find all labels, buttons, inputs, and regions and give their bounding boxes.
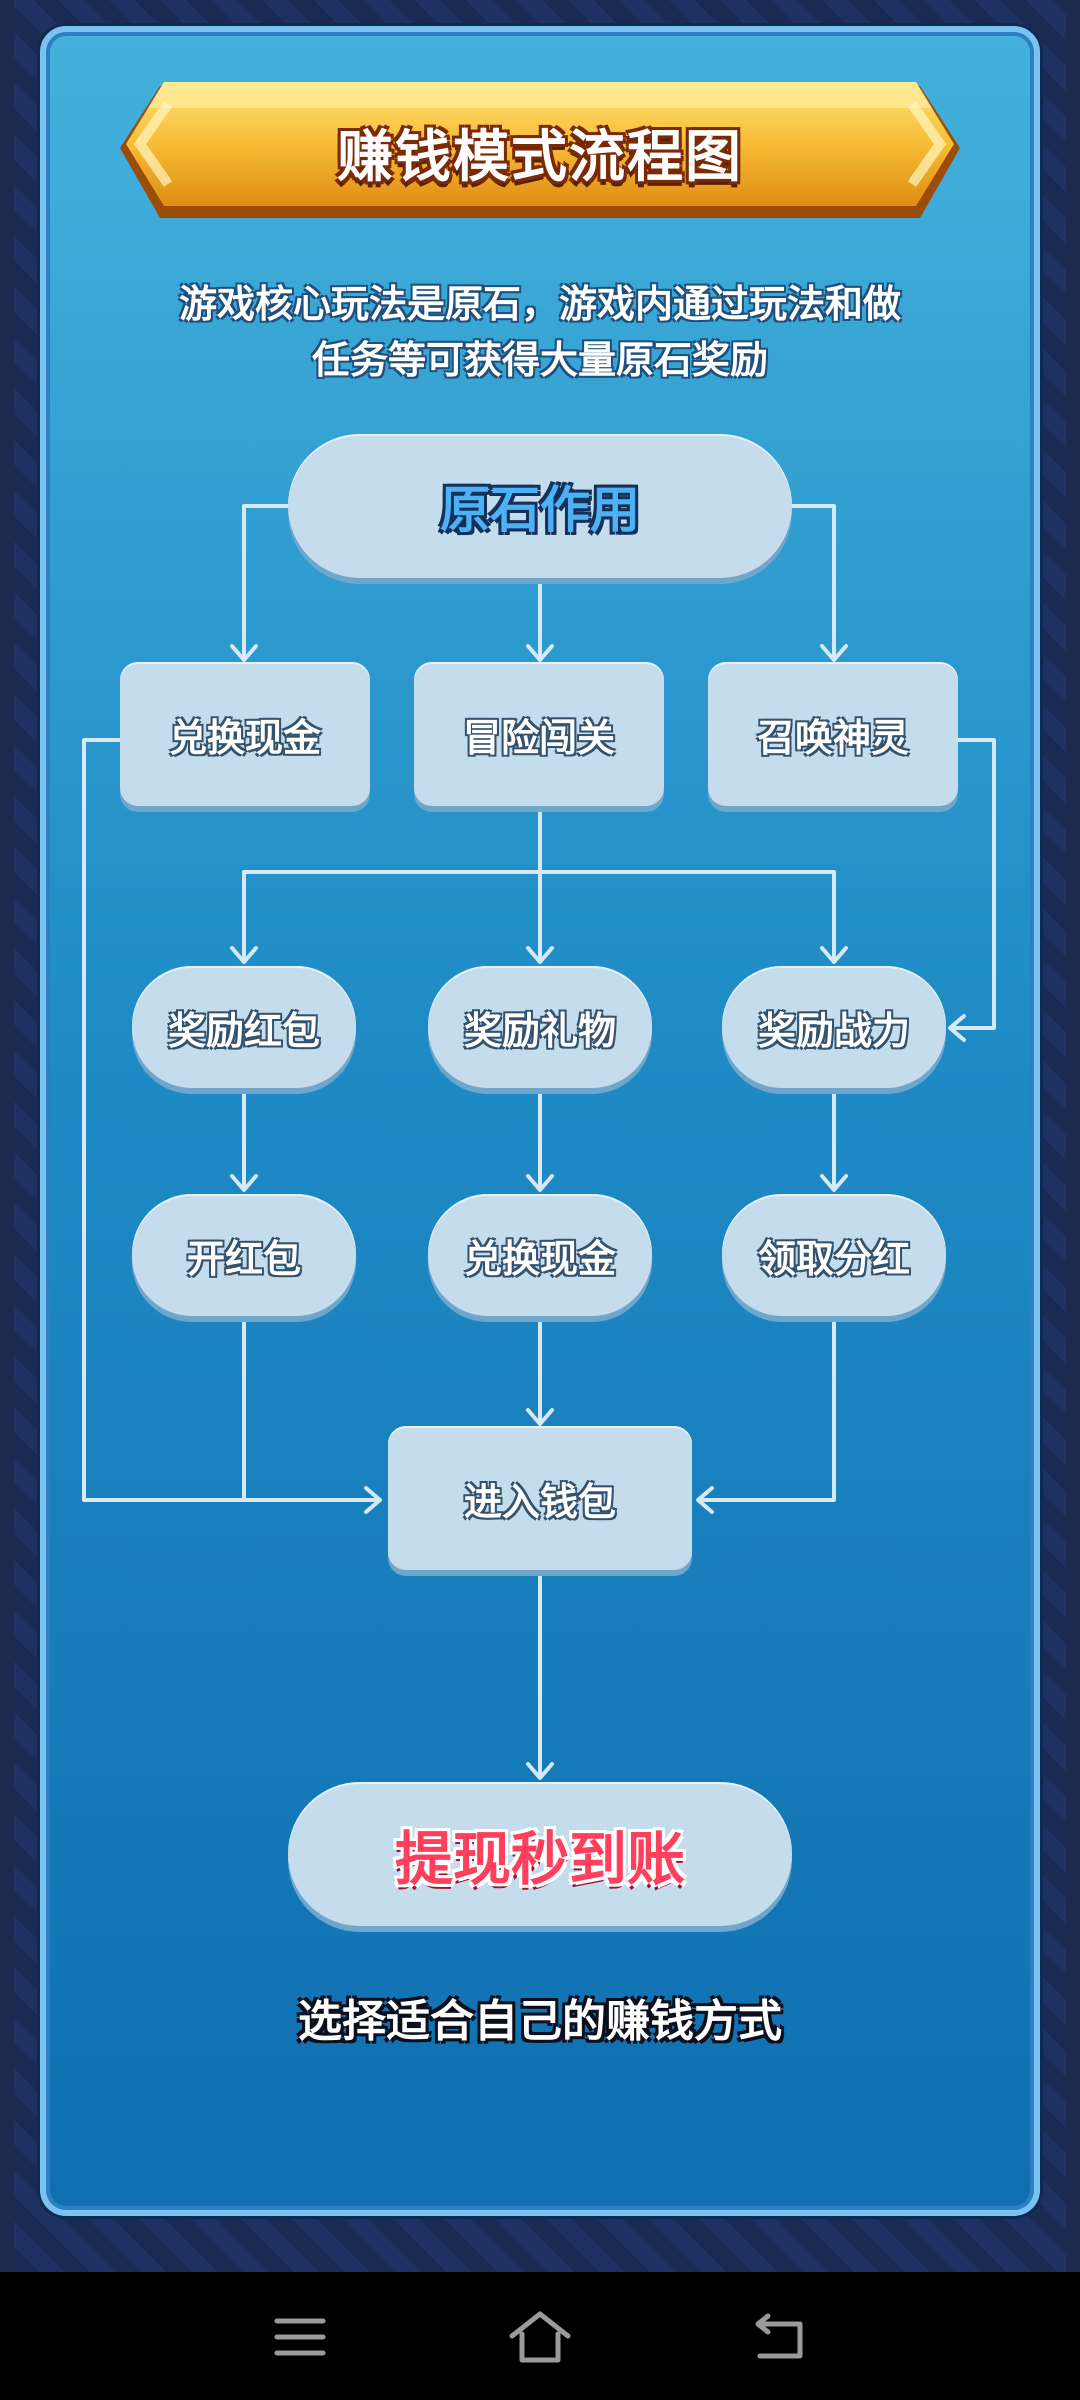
node-label: 领取分红 xyxy=(757,1236,910,1281)
footer-caption: 选择适合自己的赚钱方式 xyxy=(298,1996,782,2047)
title-banner: 赚钱模式流程图 xyxy=(120,82,960,222)
nav-home-button[interactable] xyxy=(490,2292,590,2382)
arrow-cash-to-wallet-left xyxy=(82,738,244,1502)
node-summon-spirit: 召唤神灵 xyxy=(708,662,958,806)
node-label: 进入钱包 xyxy=(463,1479,616,1524)
intro-line-2: 任务等可获得大量原石奖励 xyxy=(311,338,768,382)
node-adventure: 冒险闯关 xyxy=(414,662,664,806)
back-icon xyxy=(755,2313,803,2359)
nav-menu-button[interactable] xyxy=(250,2292,350,2382)
arrow-root-to-cash xyxy=(242,504,288,658)
node-label: 奖励礼物 xyxy=(463,1008,616,1053)
node-instant-withdraw: 提现秒到账 xyxy=(288,1782,792,1926)
home-icon xyxy=(509,2311,571,2363)
arrow-summon-to-power xyxy=(952,738,996,1030)
banner-ribbon-shape xyxy=(120,82,960,218)
node-label: 奖励红包 xyxy=(167,1008,320,1053)
node-exchange-cash-2: 兑换现金 xyxy=(428,1194,652,1316)
node-exchange-cash: 兑换现金 xyxy=(120,662,370,806)
node-open-red-packet: 开红包 xyxy=(132,1194,356,1316)
arrow-open-to-wallet xyxy=(242,1320,378,1502)
node-label: 兑换现金 xyxy=(168,715,321,760)
arrow-root-to-summon xyxy=(792,504,836,658)
node-label: 召唤神灵 xyxy=(756,715,909,760)
node-label: 奖励战力 xyxy=(757,1008,910,1053)
menu-icon xyxy=(274,2318,326,2356)
system-navigation-bar xyxy=(0,2272,1080,2400)
node-reward-red-packet: 奖励红包 xyxy=(132,966,356,1088)
root-node-spirit-stone-usage: 原石作用 xyxy=(288,434,792,578)
node-claim-dividend: 领取分红 xyxy=(722,1194,946,1316)
branch-adventure-rewards xyxy=(242,870,836,960)
root-node-label: 原石作用 xyxy=(440,481,640,539)
page-title: 赚钱模式流程图 xyxy=(337,124,743,190)
arrow-dividend-to-wallet xyxy=(700,1320,836,1502)
intro-description: 游戏核心玩法是原石，游戏内通过玩法和做 任务等可获得大量原石奖励 xyxy=(100,276,980,388)
nav-back-button[interactable] xyxy=(730,2292,830,2382)
node-label: 冒险闯关 xyxy=(462,715,615,760)
intro-line-1: 游戏核心玩法是原石，游戏内通过玩法和做 xyxy=(178,282,901,326)
node-enter-wallet: 进入钱包 xyxy=(388,1426,692,1570)
node-label: 兑换现金 xyxy=(463,1236,616,1281)
node-reward-power: 奖励战力 xyxy=(722,966,946,1088)
node-reward-gift: 奖励礼物 xyxy=(428,966,652,1088)
flowchart-connectors xyxy=(82,504,996,1780)
withdraw-label: 提现秒到账 xyxy=(394,1825,685,1893)
node-label: 开红包 xyxy=(186,1236,301,1281)
